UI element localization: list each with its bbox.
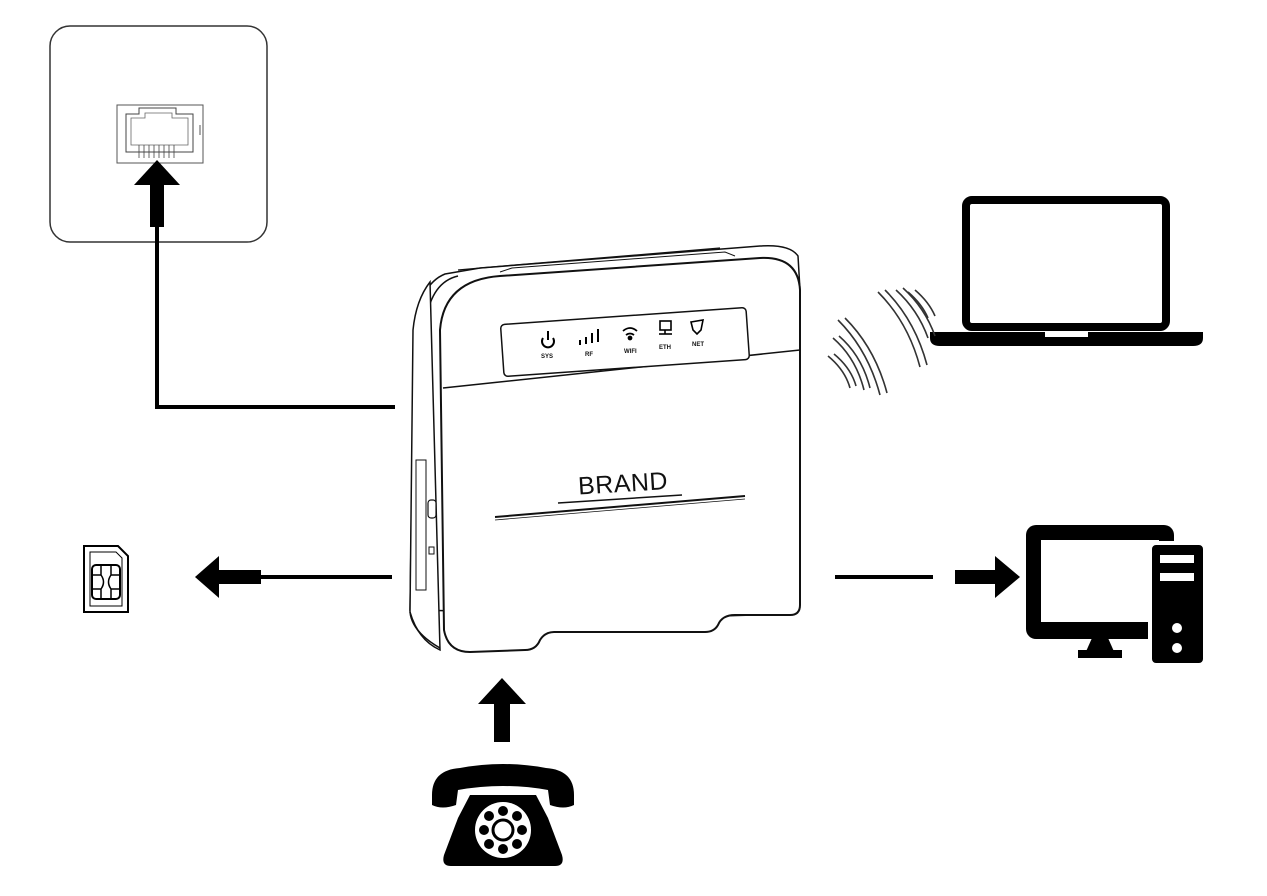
sim-card-icon — [83, 545, 129, 613]
power-icon — [541, 331, 555, 349]
led-label-eth: ETH — [659, 345, 671, 351]
ethernet-icon — [659, 320, 672, 335]
laptop-icon — [930, 196, 1203, 346]
wireless-signal-icon — [827, 287, 936, 396]
signal-strength-icon — [579, 329, 599, 345]
ethernet-cable-arrow — [835, 556, 1020, 598]
led-label-wifi: WIFI — [624, 349, 637, 355]
network-icon — [690, 319, 705, 336]
wall-cable-arrow — [134, 160, 395, 409]
led-label-sys: SYS — [541, 354, 553, 360]
router-device: SYS RF WIFI ETH NET BRAND — [409, 244, 801, 654]
wifi-icon — [622, 327, 638, 341]
phone-cable-arrow — [478, 678, 526, 742]
rj45-wall-socket-icon — [49, 25, 268, 243]
sim-insert-arrow — [195, 556, 392, 598]
led-label-net: NET — [692, 342, 704, 348]
brand-text: BRAND — [577, 467, 669, 500]
led-label-rf: RF — [585, 352, 593, 358]
led-labels: SYS RF WIFI ETH NET — [541, 342, 704, 360]
desktop-computer-icon — [1026, 525, 1207, 667]
rotary-telephone-icon — [432, 764, 574, 866]
